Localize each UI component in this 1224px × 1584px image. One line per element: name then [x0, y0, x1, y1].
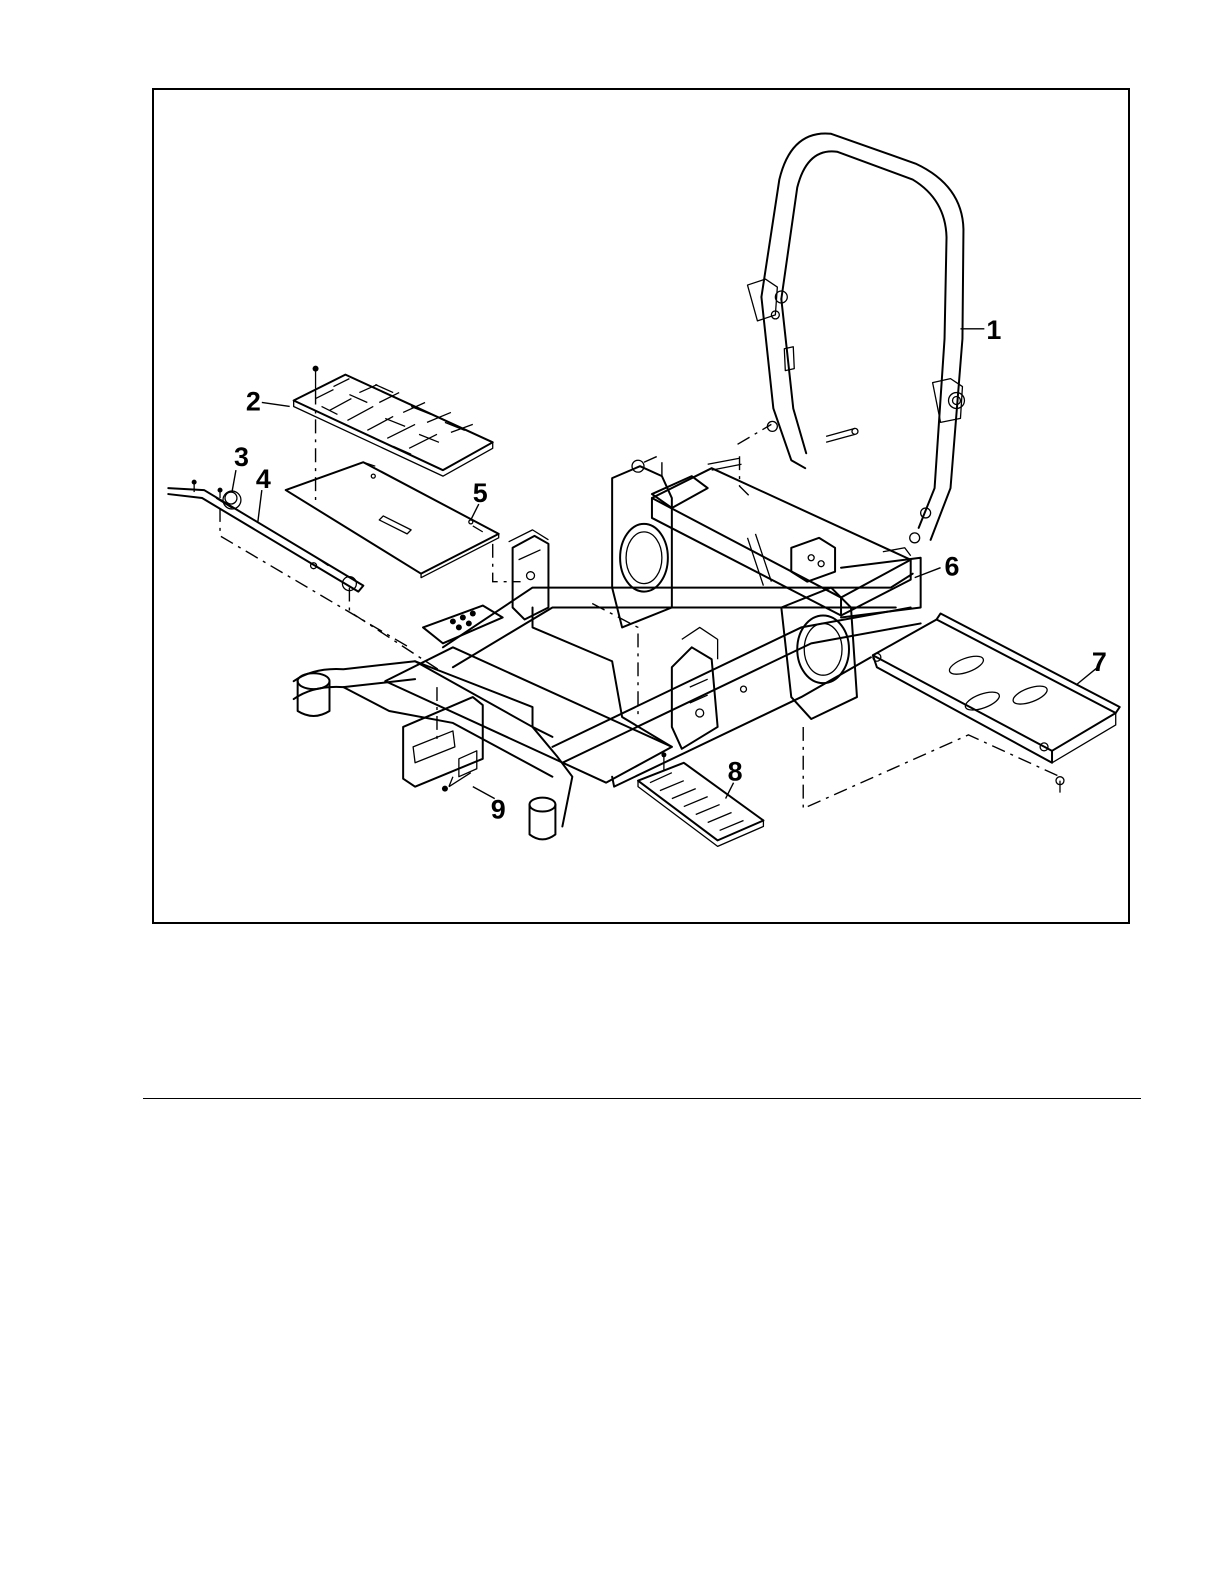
horizontal-rule — [143, 1098, 1141, 1099]
callout-8: 8 — [728, 757, 743, 787]
exploded-parts-diagram: 1 2 3 4 5 6 7 8 9 — [152, 88, 1130, 924]
deflector-shield — [873, 613, 1120, 792]
diagram-svg: 1 2 3 4 5 6 7 8 9 — [154, 90, 1128, 922]
side-strip-assembly — [168, 480, 363, 592]
callout-7: 7 — [1092, 647, 1107, 677]
callout-1: 1 — [986, 315, 1001, 345]
floor-mat — [294, 366, 493, 476]
callout-leaders — [232, 329, 1098, 799]
rops-roll-bar — [747, 133, 964, 542]
callout-6: 6 — [945, 552, 960, 582]
floor-plate — [286, 462, 499, 577]
callout-4: 4 — [256, 464, 271, 494]
callout-3: 3 — [234, 442, 249, 472]
callout-9: 9 — [491, 794, 506, 824]
assembly-lines — [220, 391, 1060, 809]
callout-5: 5 — [473, 478, 488, 508]
callout-2: 2 — [246, 386, 261, 416]
main-frame — [294, 458, 921, 839]
